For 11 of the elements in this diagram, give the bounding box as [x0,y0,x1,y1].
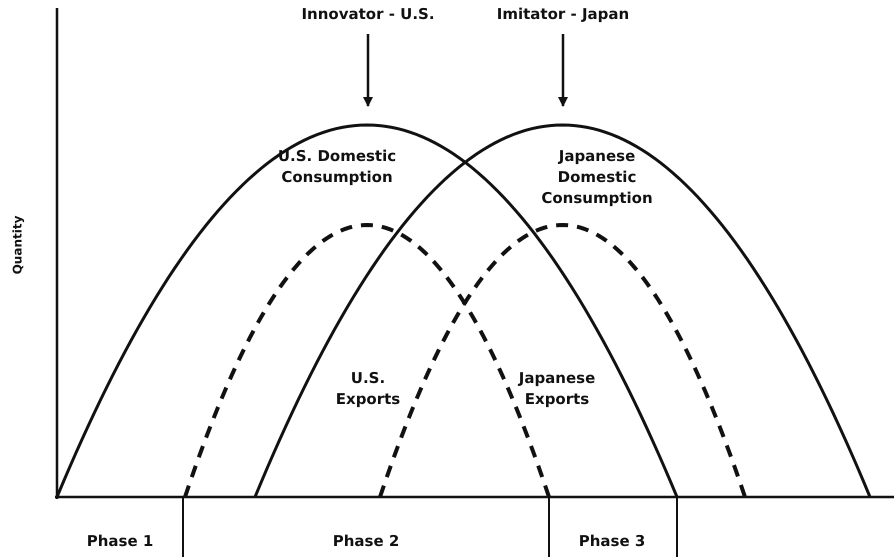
curve-label: Japanese Domestic Consumption [540,146,654,209]
annotation-label: Innovator - U.S. [301,4,435,25]
phase-label: Phase 3 [578,531,646,552]
phase-label: Phase 2 [332,531,400,552]
phase-label: Phase 1 [86,531,154,552]
annotation-label: Imitator - Japan [496,4,630,25]
curve-label: Japanese Exports [516,368,596,410]
arrow [363,34,373,107]
axis-title: Quantity [10,216,26,274]
arrow [558,34,568,107]
curve-label: U.S. Exports [334,368,402,410]
